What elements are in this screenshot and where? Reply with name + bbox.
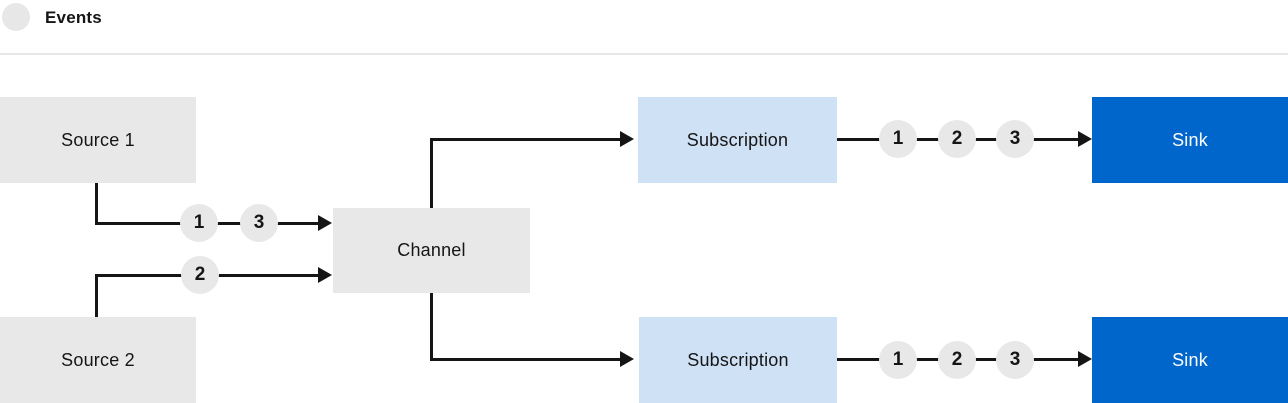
legend-divider <box>0 53 1288 55</box>
node-source-2: Source 2 <box>0 317 196 403</box>
node-subscription-top: Subscription <box>638 97 837 183</box>
node-subscription-bottom: Subscription <box>639 317 837 403</box>
connector-source2-channel-vline <box>95 275 98 318</box>
connector-source1-channel-vline <box>95 183 98 225</box>
event-marker-2: 2 <box>938 341 976 379</box>
connector-channel-subscription-top-vline <box>430 139 433 209</box>
event-marker-1: 1 <box>879 341 917 379</box>
arrowhead-source1-channel <box>318 215 332 231</box>
event-legend-circle-icon <box>2 3 30 31</box>
connector-channel-subscription-top-hline <box>430 138 620 141</box>
event-marker-1: 1 <box>879 120 917 158</box>
node-sink-top: Sink <box>1092 97 1288 183</box>
arrowhead-channel-subscription-top <box>620 131 634 147</box>
arrowhead-subscription-bottom-sink <box>1078 351 1092 367</box>
arrowhead-subscription-top-sink <box>1078 131 1092 147</box>
event-marker-2: 2 <box>938 120 976 158</box>
node-source-1: Source 1 <box>0 97 196 183</box>
event-marker-2: 2 <box>181 256 219 294</box>
event-marker-3: 3 <box>996 120 1034 158</box>
connector-channel-subscription-bottom-vline <box>430 293 433 359</box>
arrowhead-source2-channel <box>318 267 332 283</box>
node-channel: Channel <box>333 208 530 293</box>
arrowhead-channel-subscription-bottom <box>620 351 634 367</box>
node-sink-bottom: Sink <box>1092 317 1288 403</box>
event-marker-1: 1 <box>180 204 218 242</box>
event-marker-3: 3 <box>996 341 1034 379</box>
event-marker-3: 3 <box>240 204 278 242</box>
legend-label: Events <box>45 8 102 27</box>
connector-channel-subscription-bottom-hline <box>430 358 620 361</box>
